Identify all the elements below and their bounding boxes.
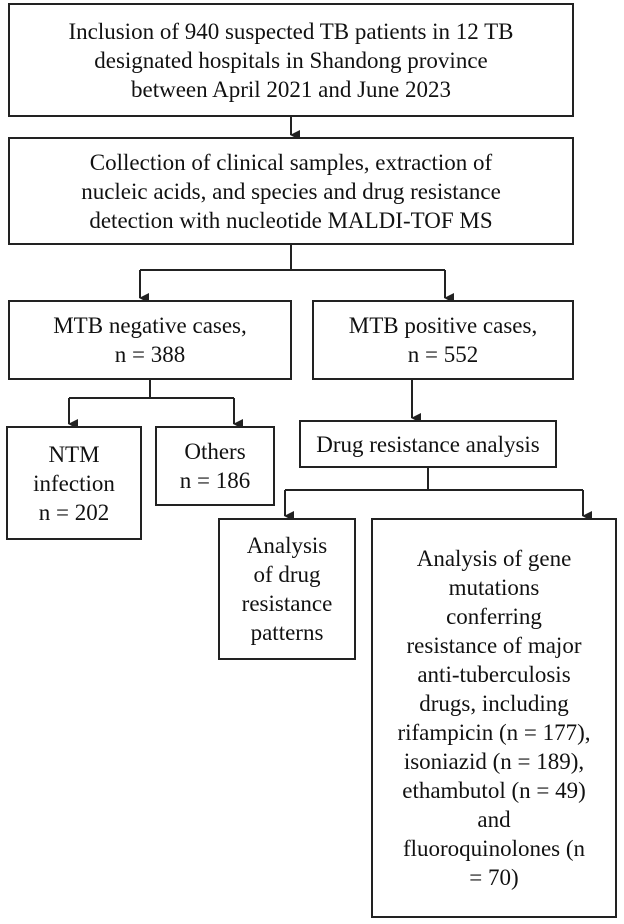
others-box: Others n = 186 bbox=[155, 426, 275, 506]
inclusion-line-2: designated hospitals in Shandong provinc… bbox=[94, 47, 488, 73]
drug-resistance-box: Drug resistance analysis bbox=[299, 420, 557, 468]
others-label: Others bbox=[184, 439, 246, 464]
mtb-negative-box: MTB negative cases, n = 388 bbox=[8, 300, 292, 380]
ntm-line-1: NTM bbox=[48, 441, 100, 467]
mutations-line-1: Analysis of gene bbox=[416, 546, 572, 571]
patterns-line-2: of drug bbox=[253, 562, 321, 587]
mtb-positive-box: MTB positive cases, n = 552 bbox=[312, 300, 574, 380]
mutations-line-2: mutations bbox=[448, 575, 540, 600]
patterns-line-4: patterns bbox=[250, 620, 324, 645]
mutations-line-6: drugs, including bbox=[419, 691, 569, 716]
inclusion-line-1: Inclusion of 940 suspected TB patients i… bbox=[68, 18, 514, 44]
drug-resistance-label: Drug resistance analysis bbox=[316, 431, 540, 457]
mutations-ethambutol: ethambutol (n = 49) bbox=[402, 778, 586, 803]
ntm-line-2: infection bbox=[33, 470, 115, 496]
collection-box: Collection of clinical samples, extracti… bbox=[8, 137, 574, 245]
mtb-positive-label: MTB positive cases, bbox=[348, 313, 538, 338]
collection-line-3: detection with nucleotide MALDI-TOF MS bbox=[89, 207, 493, 233]
inclusion-line-3: between April 2021 and June 2023 bbox=[130, 76, 452, 102]
collection-line-2: nucleic acids, and species and drug resi… bbox=[81, 178, 501, 204]
gene-mutations-box: Analysis of gene mutations conferring re… bbox=[371, 518, 617, 918]
mtb-positive-count: n = 552 bbox=[407, 342, 479, 367]
others-count: n = 186 bbox=[179, 468, 251, 493]
mutations-fluoroquinolones-count: = 70) bbox=[469, 865, 519, 890]
mutations-and: and bbox=[477, 807, 511, 832]
mtb-negative-label: MTB negative cases, bbox=[53, 313, 247, 338]
mutations-isoniazid: isoniazid (n = 189), bbox=[403, 749, 585, 774]
mutations-line-3: conferring bbox=[446, 604, 542, 629]
ntm-infection-box: NTM infection n = 202 bbox=[6, 426, 142, 540]
mtb-negative-count: n = 388 bbox=[114, 342, 186, 367]
resistance-patterns-box: Analysis of drug resistance patterns bbox=[218, 518, 356, 660]
patterns-line-1: Analysis bbox=[246, 533, 328, 558]
mutations-line-4: resistance of major bbox=[406, 633, 582, 658]
ntm-count: n = 202 bbox=[38, 499, 110, 525]
inclusion-box: Inclusion of 940 suspected TB patients i… bbox=[8, 3, 574, 117]
mutations-rifampicin: rifampicin (n = 177), bbox=[397, 720, 591, 745]
mutations-line-5: anti-tuberculosis bbox=[417, 662, 571, 687]
mutations-fluoroquinolones: fluoroquinolones (n bbox=[402, 836, 586, 861]
patterns-line-3: resistance bbox=[241, 591, 333, 616]
collection-line-1: Collection of clinical samples, extracti… bbox=[89, 149, 493, 175]
